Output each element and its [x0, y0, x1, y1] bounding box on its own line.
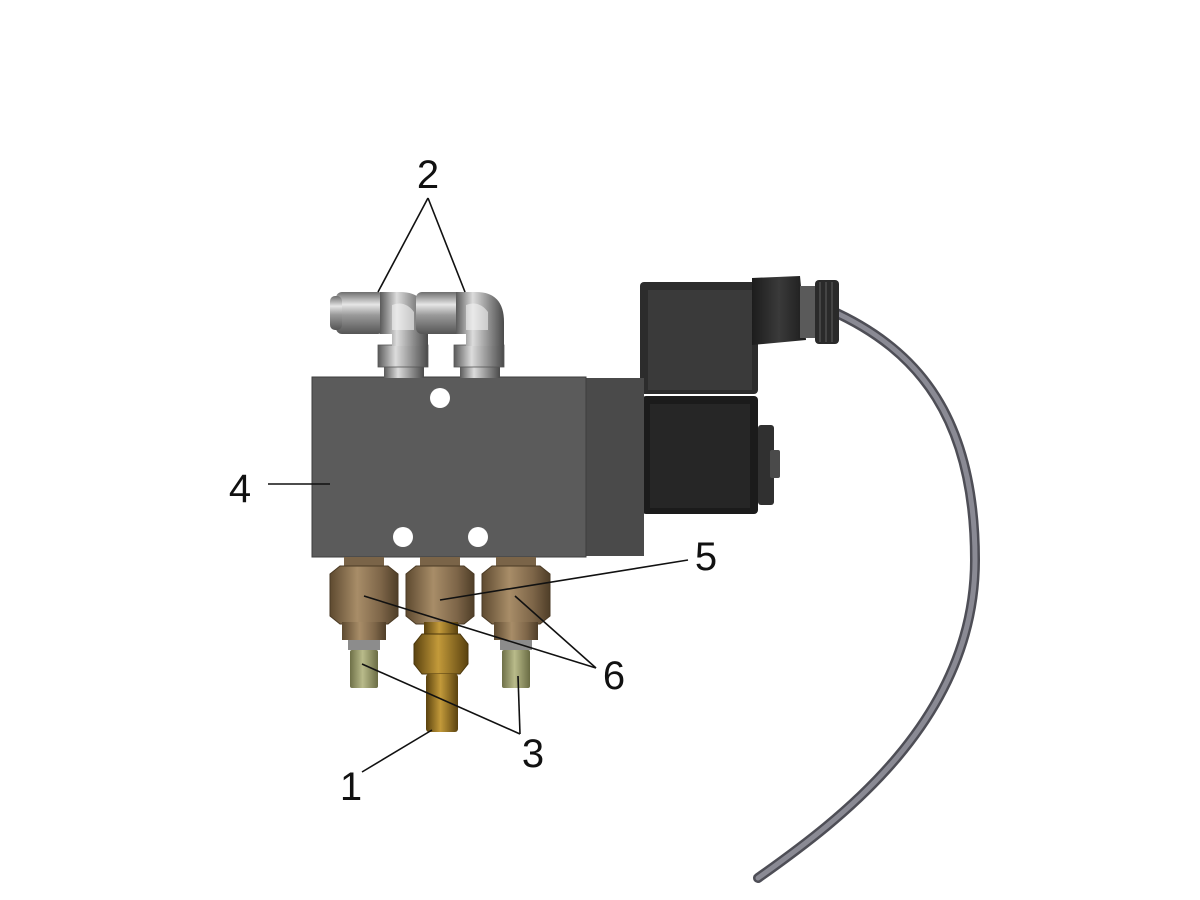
elbow-fitting-right: [416, 292, 505, 378]
callout-6: 6: [603, 654, 625, 698]
callout-4: 4: [229, 467, 251, 511]
callout-2: 2: [417, 153, 439, 197]
leader-1: [361, 729, 433, 773]
leader-2a: [377, 197, 429, 293]
leader-6b: [514, 595, 597, 669]
solenoid-coil: [640, 282, 780, 514]
leader-6a: [363, 595, 597, 669]
elbow-fitting-left: [330, 292, 429, 378]
leader-3b: [517, 675, 521, 735]
leader-3a: [361, 663, 521, 735]
callout-1: 1: [340, 765, 362, 809]
callout-3: 3: [522, 732, 544, 776]
valve-body: [311, 376, 644, 558]
callout-5: 5: [695, 535, 717, 579]
bottom-fitting-right: [481, 557, 551, 688]
callout-labels: 2 4 5 6 3 1: [229, 153, 717, 809]
power-cable: [753, 305, 981, 883]
leader-2b: [427, 197, 466, 293]
bottom-fitting-left: [329, 557, 399, 688]
leader-lines: [268, 197, 689, 773]
leader-5: [439, 559, 689, 601]
bottom-fitting-center: [405, 557, 475, 732]
coil-connector: [752, 276, 839, 345]
